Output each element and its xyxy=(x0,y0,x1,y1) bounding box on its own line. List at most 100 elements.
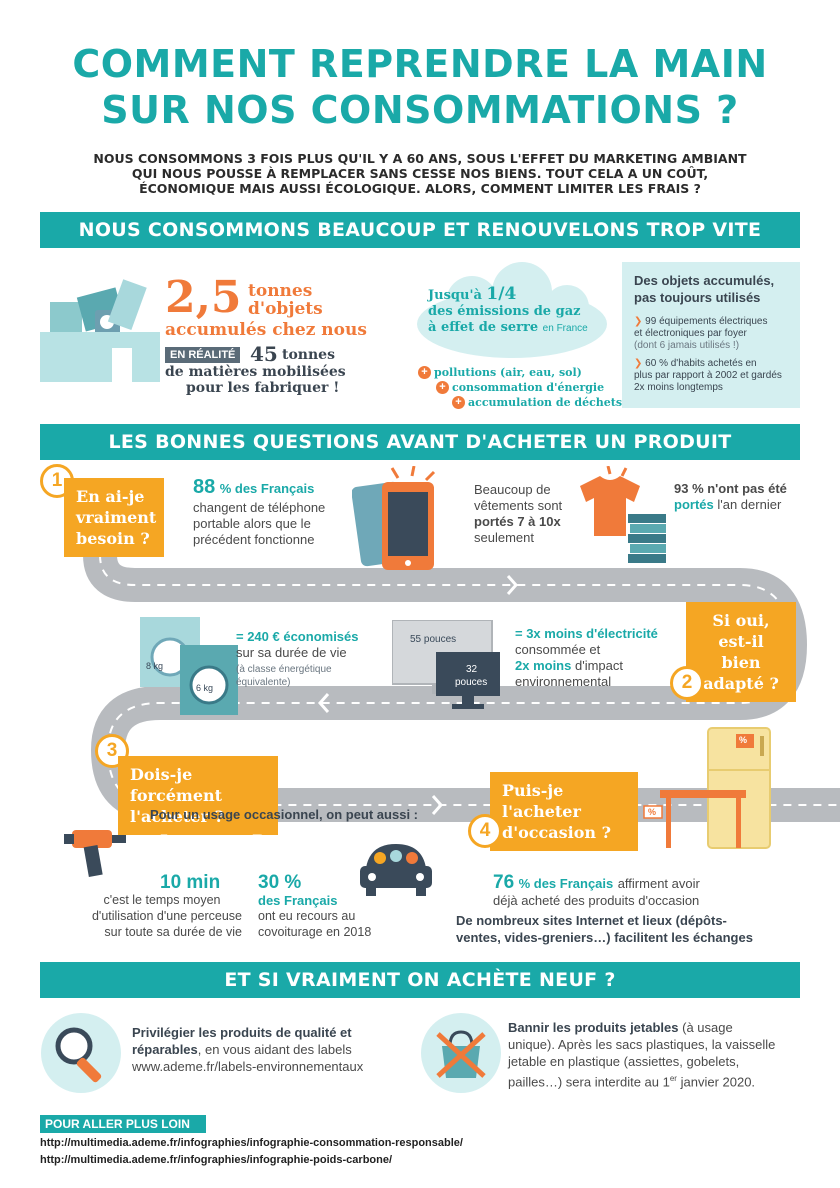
cloud-prefix: Jusqu'à xyxy=(428,288,482,303)
disposable-line-3: jetable en plastique (assiettes, gobelet… xyxy=(508,1054,740,1069)
stat-car-line-2: des Français xyxy=(258,893,338,908)
disposable-bold: Bannir les produits jetables xyxy=(508,1020,679,1035)
stat-93-line-2: portés l'an dernier xyxy=(674,497,781,512)
percent-tag-fridge: % xyxy=(739,735,748,745)
tv-small-label-1: 32 xyxy=(466,664,478,675)
quality-line-1: Privilégier les produits de qualité et xyxy=(132,1025,352,1040)
stat-clothes-line-2: vêtements sont xyxy=(474,498,563,513)
question-4-box: Puis-je l'acheter d'occasion ? xyxy=(490,772,638,851)
plastic-bag-crossed-icon xyxy=(421,1013,501,1093)
tonnes-line-2: d'objets xyxy=(248,299,323,319)
stat-drill-line-2: c'est le temps moyen xyxy=(103,893,221,907)
elec-bold-2: 2x moins xyxy=(515,658,572,673)
box-item-2: ❯ 60 % d'habits achetés en plus par rapp… xyxy=(634,358,782,394)
box-item-2-line-3: 2x moins longtemps xyxy=(634,382,723,393)
tv-big-label: 55 pouces xyxy=(410,634,457,645)
q3-line-2: l'acheter ? xyxy=(130,807,224,826)
eco-line-3: (à classe énergétique xyxy=(236,664,332,675)
disposable-line-1: Bannir les produits jetables (à usage xyxy=(508,1020,733,1035)
stat-phone-line-4: précédent fonctionne xyxy=(193,532,315,547)
tv-small-label-2: pouces xyxy=(455,677,488,688)
cloud-line-1: Jusqu'à 1/4 xyxy=(428,284,516,304)
box-item-1-line-1: ❯ 99 équipements électriques xyxy=(634,316,767,328)
labels-link[interactable]: www.ademe.fr/labels-environnementaux xyxy=(132,1059,364,1074)
stat-76-number: 76 xyxy=(493,872,515,893)
percent-tag-table: % xyxy=(648,807,657,817)
quality-rest: , en vous aidant des labels xyxy=(197,1042,352,1057)
stat-phone-line-3: portable alors que le xyxy=(193,516,311,531)
plus-item-text: accumulation de déchets xyxy=(468,396,623,409)
chevron-right-icon: ❯ xyxy=(634,316,646,327)
quality-bold: réparables xyxy=(132,1042,198,1057)
stat-clothes-bold: portés 7 à 10x xyxy=(474,514,561,529)
disposable-rest: (à usage xyxy=(678,1020,733,1035)
stat-clothes-line-1: Beaucoup de xyxy=(474,482,551,497)
big-number-25: 2,5 xyxy=(165,272,242,323)
question-1-box: En ai-je vraiment besoin ? xyxy=(64,478,164,557)
stat-93-line-1: 93 % n'ont pas été xyxy=(674,481,787,496)
cloud-line-3-text: à effet de serre xyxy=(428,320,539,335)
tonnes-line-1: tonnes xyxy=(248,281,313,301)
stat-drill-line-4: sur toute sa durée de vie xyxy=(104,925,242,939)
box-item-1-text-1: 99 équipements électriques xyxy=(645,316,768,327)
title-line-1: COMMENT REPRENDRE LA MAIN xyxy=(72,42,768,86)
question-2-box: Si oui, est-il bien adapté ? xyxy=(686,602,796,702)
tshirt-and-clothes-stack-icon xyxy=(580,466,666,563)
stat-car-line-3: ont eu recours au xyxy=(258,909,356,923)
plus-icon: + xyxy=(418,366,431,379)
car-icon xyxy=(360,844,432,896)
stat-phone: 88 % des Français xyxy=(193,476,314,499)
box-title-line-1: Des objets accumulés, xyxy=(634,273,775,288)
cloud-suffix: en France xyxy=(542,323,588,334)
stat-76-rest: affirment avoir xyxy=(617,876,700,891)
smartphones-icon xyxy=(352,466,436,570)
sites-line-1: De nombreux sites Internet et lieux (dép… xyxy=(456,913,727,928)
plus-icon: + xyxy=(436,381,449,394)
title-line-2: SUR NOS CONSOMMATIONS ? xyxy=(101,88,739,132)
stat-phone-number: 88 xyxy=(193,476,216,498)
plus-item-text: consommation d'énergie xyxy=(452,381,605,394)
house-full-of-objects-illustration xyxy=(40,279,160,382)
footer-link-2[interactable]: http://multimedia.ademe.fr/infographies/… xyxy=(40,1154,393,1166)
q1-line-3: besoin ? xyxy=(76,529,150,548)
accumulated-objects-box xyxy=(622,262,800,408)
stat-93-rest: l'an dernier xyxy=(717,497,782,512)
disposable-sup: er xyxy=(669,1074,677,1083)
q2-line-3: adapté ? xyxy=(703,674,779,693)
footer-label: POUR ALLER PLUS LOIN xyxy=(40,1115,206,1133)
chevron-right-icon: ❯ xyxy=(634,358,646,369)
step-4-circle: 4 xyxy=(468,814,502,848)
eco-line-4: équivalente) xyxy=(236,677,291,688)
cloud-line-3: à effet de serre en France xyxy=(428,320,588,335)
box-item-1-line-2: et électroniques par foyer xyxy=(634,328,747,339)
stat-drill-number: 10 min xyxy=(160,872,221,893)
partager-label: Partager xyxy=(252,832,335,852)
q1-line-2: vraiment xyxy=(76,508,157,527)
stat-clothes-line-4: seulement xyxy=(474,530,534,545)
box-title-line-2: pas toujours utilisés xyxy=(634,290,761,305)
q2-line-2: est-il bien xyxy=(718,632,764,672)
stat-phone-unit: % des Français xyxy=(219,481,315,496)
stat-car-line-4: covoiturage en 2018 xyxy=(258,925,372,939)
stat-76-line-1: 76 % des Français affirment avoir xyxy=(493,872,700,894)
footer-link-1[interactable]: http://multimedia.ademe.fr/infographies/… xyxy=(40,1137,463,1149)
realite-badge: EN RÉALITÉ xyxy=(165,347,241,363)
section2-banner: LES BONNES QUESTIONS AVANT D'ACHETER UN … xyxy=(40,424,800,460)
q2-line-1: Si oui, xyxy=(712,611,770,630)
section3-banner: ET SI VRAIMENT ON ACHÈTE NEUF ? xyxy=(40,962,800,998)
elec-line-3: 2x moins d'impact xyxy=(515,658,623,673)
realite-line-2: de matières mobilisées xyxy=(165,364,346,380)
washing-machines-icon xyxy=(140,617,238,715)
cloud-shape xyxy=(417,262,607,358)
question-3-box: Dois-je forcément l'acheter ? xyxy=(118,756,278,835)
disposable-line-4: pailles…) sera interdite au 1er janvier … xyxy=(508,1071,755,1089)
disposable-line-4-a: pailles…) sera interdite au 1 xyxy=(508,1074,670,1090)
drill-icon xyxy=(64,830,126,877)
realite-number: 45 xyxy=(250,342,278,366)
stat-93-bold: portés xyxy=(674,497,714,512)
q1-line-1: En ai-je xyxy=(76,487,145,506)
q4-line-1: Puis-je l'acheter xyxy=(502,781,581,821)
stat-phone-line-2: changent de téléphone xyxy=(193,500,326,515)
cloud-fraction: 1/4 xyxy=(486,284,517,304)
intro-line-1: NOUS CONSOMMONS 3 FOIS PLUS QU'IL Y A 60… xyxy=(93,151,747,166)
